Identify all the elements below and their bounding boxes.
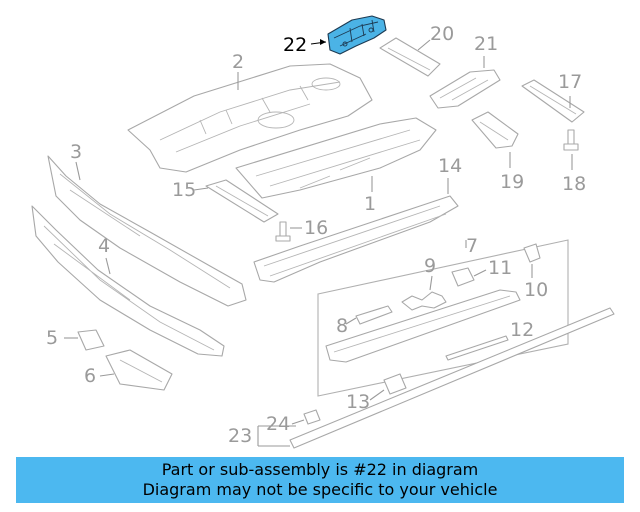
svg-text:10: 10 [524,279,548,301]
svg-text:17: 17 [558,71,582,93]
callout-19: 19 [500,152,524,193]
svg-text:6: 6 [84,365,96,387]
svg-text:22: 22 [283,34,307,56]
part-4-side-member [31,205,225,357]
callout-5: 5 [46,327,78,349]
part-14-side-rail [253,195,459,283]
svg-text:19: 19 [500,171,524,193]
banner-line-1: Part or sub-assembly is #22 in diagram [161,460,479,479]
part-16-bolt [275,221,291,242]
part-17-strip [521,79,585,123]
part-13-bracket [383,373,407,395]
callout-14: 14 [438,155,462,194]
part-21-bracket [429,69,501,109]
svg-text:2: 2 [232,51,244,73]
part-20-rail [379,37,441,77]
banner-line-2: Diagram may not be specific to your vehi… [142,480,498,499]
svg-text:5: 5 [46,327,58,349]
callout-6: 6 [84,365,115,387]
part-22-bracket[interactable] [327,15,387,55]
svg-text:24: 24 [266,413,290,435]
callout-16: 16 [290,217,328,239]
part-7-group-box [317,239,569,397]
callout-3: 3 [70,141,82,181]
callout-13: 13 [346,389,385,413]
part-11-bracket [451,267,475,287]
svg-text:14: 14 [438,155,462,177]
part-19-bracket [471,111,519,149]
svg-text:7: 7 [466,235,478,257]
part-24-clip [303,409,321,425]
part-5-bracket [77,329,105,351]
part-3-side-member [47,155,247,307]
callout-23: 23 [228,425,296,447]
svg-text:23: 23 [228,425,252,447]
part-2-floor-pan [127,63,373,173]
callout-20: 20 [417,23,454,51]
part-1-floor [235,117,437,199]
callout-8: 8 [336,315,357,337]
callout-12: 12 [510,319,534,341]
part-10-clip [523,243,541,263]
callout-7: 7 [466,235,478,257]
callout-2: 2 [232,51,244,90]
callout-17: 17 [558,71,582,108]
svg-text:8: 8 [336,315,348,337]
part-9-brace [401,291,447,311]
info-banner: Part or sub-assembly is #22 in diagram D… [16,457,624,503]
svg-text:1: 1 [364,193,376,215]
callout-15: 15 [172,179,209,201]
svg-text:4: 4 [98,235,110,257]
callout-9: 9 [424,255,436,291]
svg-text:12: 12 [510,319,534,341]
part-7-rocker-panel [325,289,521,363]
callout-10: 10 [524,264,548,301]
callout-22: 22 [283,34,327,56]
part-23-sill-molding [289,307,615,449]
callout-24: 24 [266,413,305,435]
svg-text:3: 3 [70,141,82,163]
svg-text:15: 15 [172,179,196,201]
part-12-strip [445,335,509,361]
part-6-bracket [105,349,173,391]
part-8-bracket [355,305,393,325]
svg-text:11: 11 [488,257,512,279]
svg-text:9: 9 [424,255,436,277]
callout-18: 18 [562,154,586,195]
svg-text:18: 18 [562,173,586,195]
callout-21: 21 [474,33,498,68]
callout-1: 1 [364,176,376,215]
svg-text:16: 16 [304,217,328,239]
svg-text:13: 13 [346,391,370,413]
callout-11: 11 [473,257,512,279]
part-15-crossmember [205,179,279,223]
svg-text:20: 20 [430,23,454,45]
svg-text:21: 21 [474,33,498,55]
part-18-bolt [563,129,579,151]
callout-4: 4 [98,235,111,275]
